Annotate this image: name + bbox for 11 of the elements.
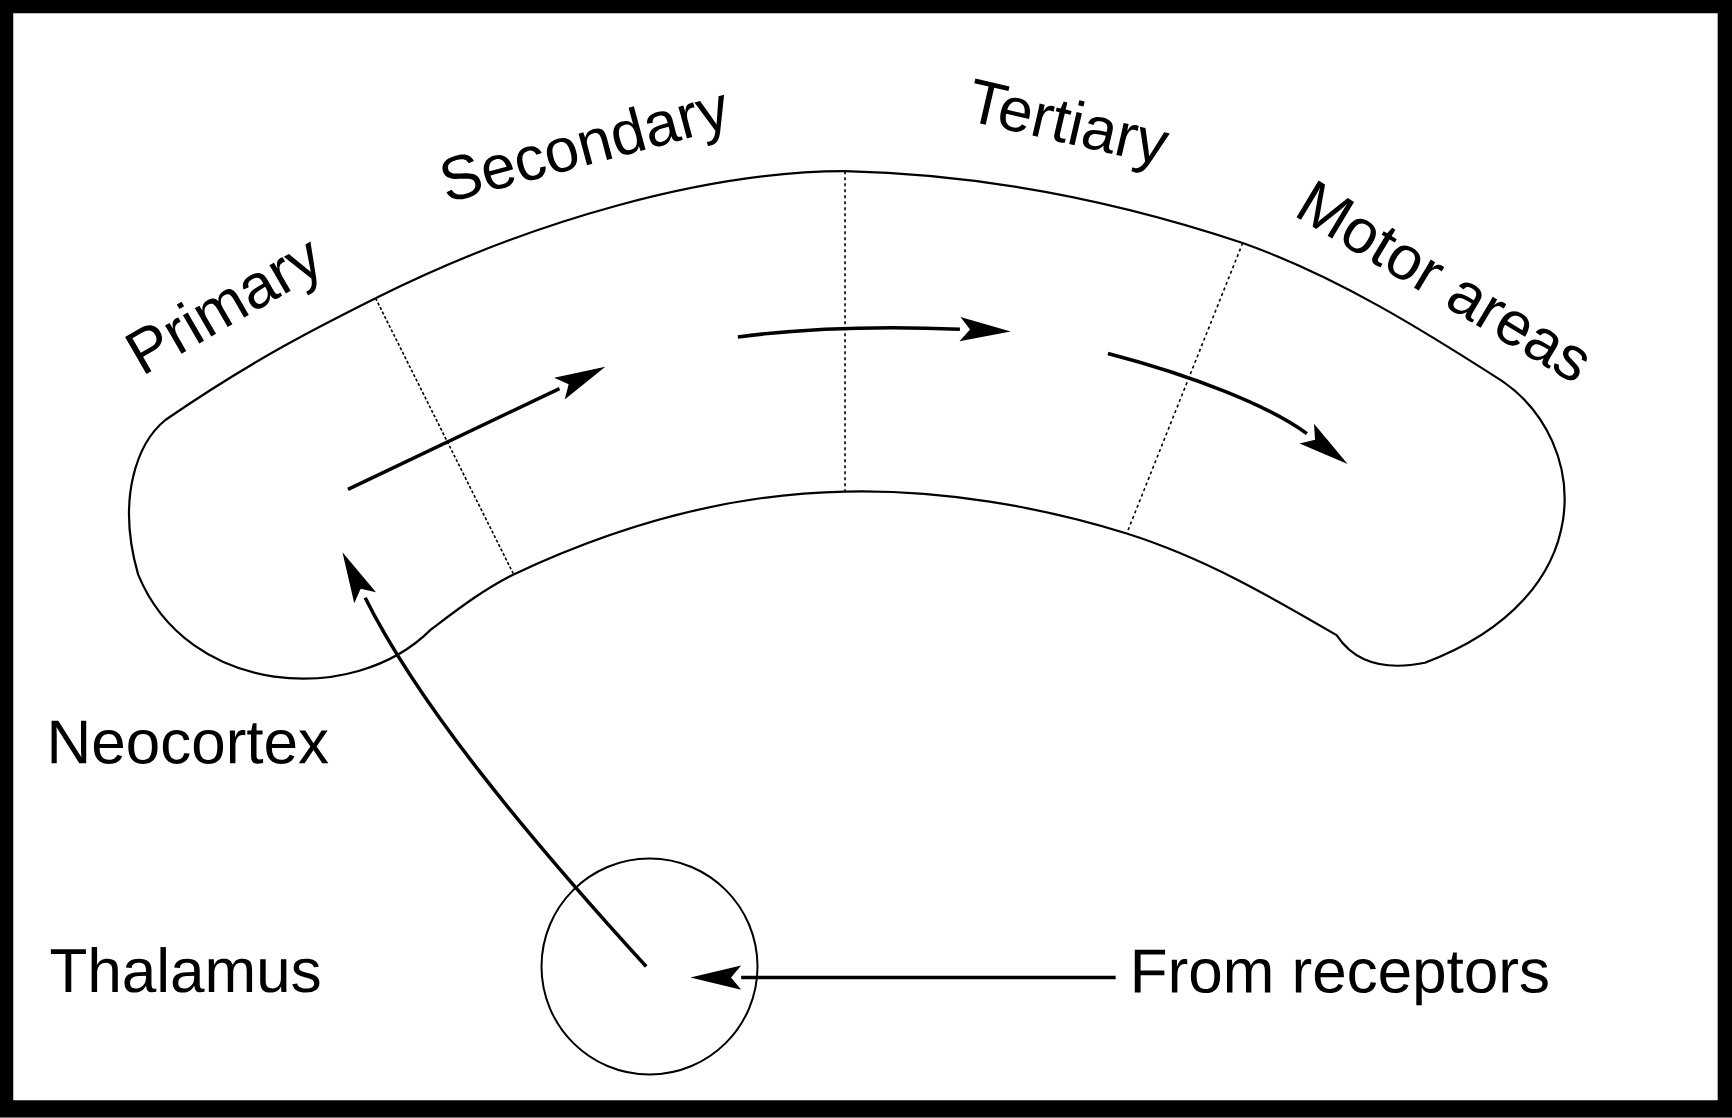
thalamus-circle: [540, 857, 759, 1076]
structure-label: Thalamus: [50, 947, 320, 993]
arrow: [347, 366, 606, 491]
arrow: [737, 317, 1011, 342]
structure-label: Neocortex: [51, 720, 329, 764]
region-label: Secondary: [442, 94, 725, 200]
source-label: From receptors: [1134, 949, 1548, 1006]
region-label: Tertiary: [974, 78, 1170, 173]
arrow: [690, 965, 1116, 990]
arrow: [342, 552, 648, 968]
arrow: [1107, 351, 1348, 464]
